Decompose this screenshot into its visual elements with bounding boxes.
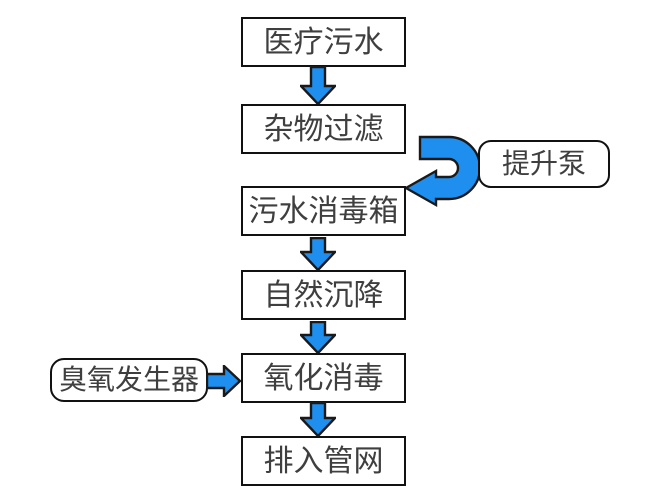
node-natural-sedimentation: 自然沉降: [241, 270, 406, 320]
node-label: 氧化消毒: [263, 362, 384, 395]
node-oxidation-disinfection: 氧化消毒: [241, 353, 406, 403]
node-ozone-generator: 臭氧发生器: [50, 358, 208, 402]
node-label: 臭氧发生器: [58, 365, 199, 396]
node-label: 医疗污水: [263, 26, 384, 59]
node-label: 提升泵: [501, 149, 586, 180]
node-debris-filtration: 杂物过滤: [241, 104, 406, 154]
down-arrow-3: [300, 321, 336, 354]
node-lift-pump: 提升泵: [478, 140, 610, 188]
node-label: 污水消毒箱: [248, 195, 399, 228]
down-arrow-4: [300, 402, 336, 437]
node-label: 杂物过滤: [263, 113, 384, 146]
right-arrow: [206, 365, 242, 397]
down-arrow-2: [300, 237, 336, 271]
node-medical-sewage: 医疗污水: [241, 17, 406, 67]
node-sewage-disinfection-tank: 污水消毒箱: [241, 186, 406, 236]
node-label: 自然沉降: [263, 279, 384, 312]
node-discharge-to-pipe-network: 排入管网: [241, 436, 406, 486]
node-label: 排入管网: [263, 445, 384, 478]
u-turn-arrow: [403, 135, 482, 208]
down-arrow-1: [300, 66, 336, 105]
